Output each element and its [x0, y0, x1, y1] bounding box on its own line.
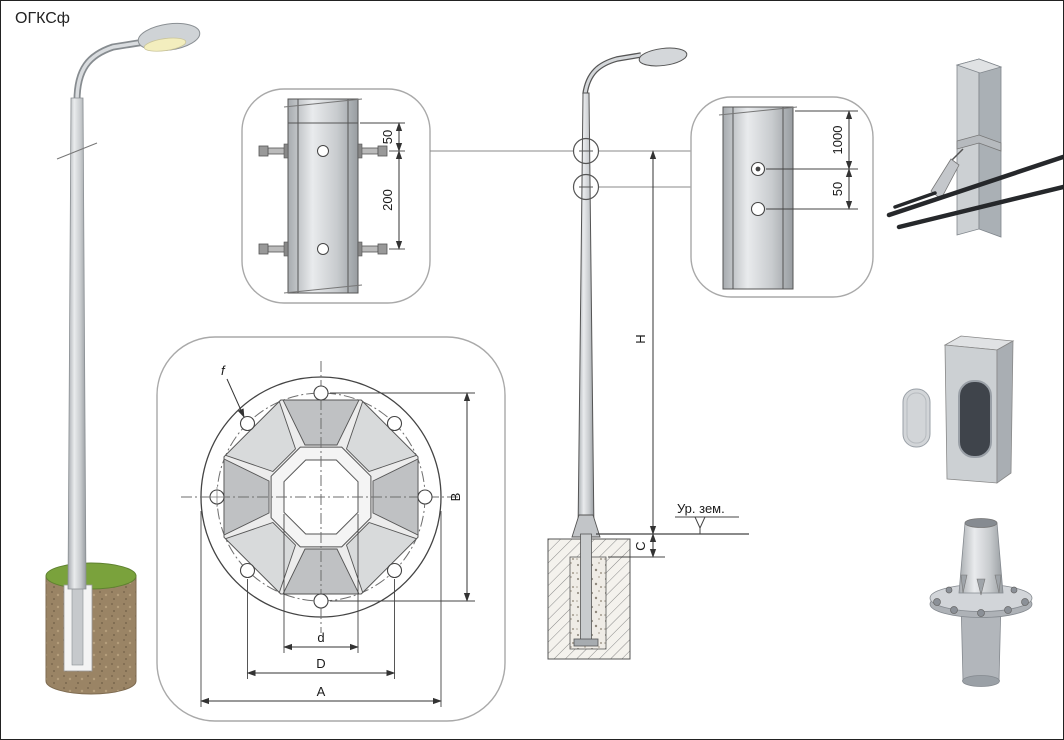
- cable-clamp-render: [886, 58, 1063, 238]
- ground-level-label: Ур. зем.: [677, 501, 725, 516]
- break-mark: [283, 284, 363, 294]
- cable-2: [896, 184, 1063, 230]
- flange-base-render: [929, 518, 1033, 687]
- dim-label-B: B: [448, 493, 463, 502]
- f-leader: [226, 378, 245, 418]
- dim-D: D: [246, 579, 396, 679]
- break-mark: [56, 142, 98, 160]
- drawing-title: ОГКСф: [15, 10, 70, 27]
- pole-section-bar-2: [722, 106, 794, 290]
- lamp-head-3d: [137, 22, 201, 52]
- cable-entry-dimensions: 1000 50: [766, 110, 858, 210]
- foundation-3d: [45, 562, 137, 695]
- dim-label-200: 200: [380, 189, 395, 211]
- base-gussets: [960, 574, 1002, 596]
- break-mark: [283, 98, 363, 108]
- cable-entry-detail: 1000 50: [690, 96, 874, 298]
- dim-d: d: [283, 514, 359, 653]
- door-opening: [958, 380, 992, 458]
- foundation-section: [547, 533, 631, 660]
- callout-circle-lower: [572, 173, 600, 201]
- pole-elevation: Ур. зем. H C: [430, 47, 749, 660]
- entry-hole: [750, 201, 766, 217]
- flange-plan-detail: f B d D A: [156, 336, 506, 722]
- callout-circle-upper: [572, 137, 600, 165]
- dim-C: C: [608, 533, 665, 558]
- bolt-holes: [209, 385, 433, 609]
- pole-shaft-elevation: [577, 92, 595, 535]
- dim-label-C: C: [633, 541, 648, 550]
- ground-level-mark: Ур. зем.: [675, 501, 739, 534]
- dim-label-1000: 1000: [830, 126, 845, 155]
- luminaire-elevation: [638, 47, 688, 67]
- bolt-row-lower: [258, 241, 388, 257]
- cable-1: [886, 154, 1063, 218]
- dim-B: B: [330, 392, 475, 602]
- base-skirt: [571, 514, 601, 538]
- dim-H: H: [633, 150, 657, 535]
- dim-label-A: A: [317, 684, 326, 699]
- gussets: [223, 399, 419, 595]
- pole-shaft-3d: [67, 97, 87, 590]
- lamp-arm-3d: [73, 37, 152, 102]
- bolt-row-upper: [258, 143, 388, 159]
- top-joint-dimensions: 50 200: [360, 122, 405, 250]
- dim-A: A: [200, 511, 442, 707]
- pole-3d-render: [45, 22, 201, 695]
- dim-label-50-2: 50: [830, 182, 845, 196]
- clamp-band: [956, 134, 1002, 152]
- top-joint-detail: 50 200: [241, 88, 431, 304]
- break-mark: [718, 106, 798, 116]
- door-cover: [902, 388, 931, 448]
- hole-label-f: f: [221, 363, 226, 378]
- pole-section-bar: [287, 98, 359, 294]
- anchor-bolts: [933, 586, 1029, 617]
- access-door-render: [902, 335, 1015, 484]
- cable-tail: [893, 191, 937, 209]
- dim-label-50: 50: [380, 130, 395, 144]
- dim-label-D: D: [316, 656, 325, 671]
- dim-label-d: d: [317, 630, 324, 645]
- dim-label-H: H: [633, 334, 648, 343]
